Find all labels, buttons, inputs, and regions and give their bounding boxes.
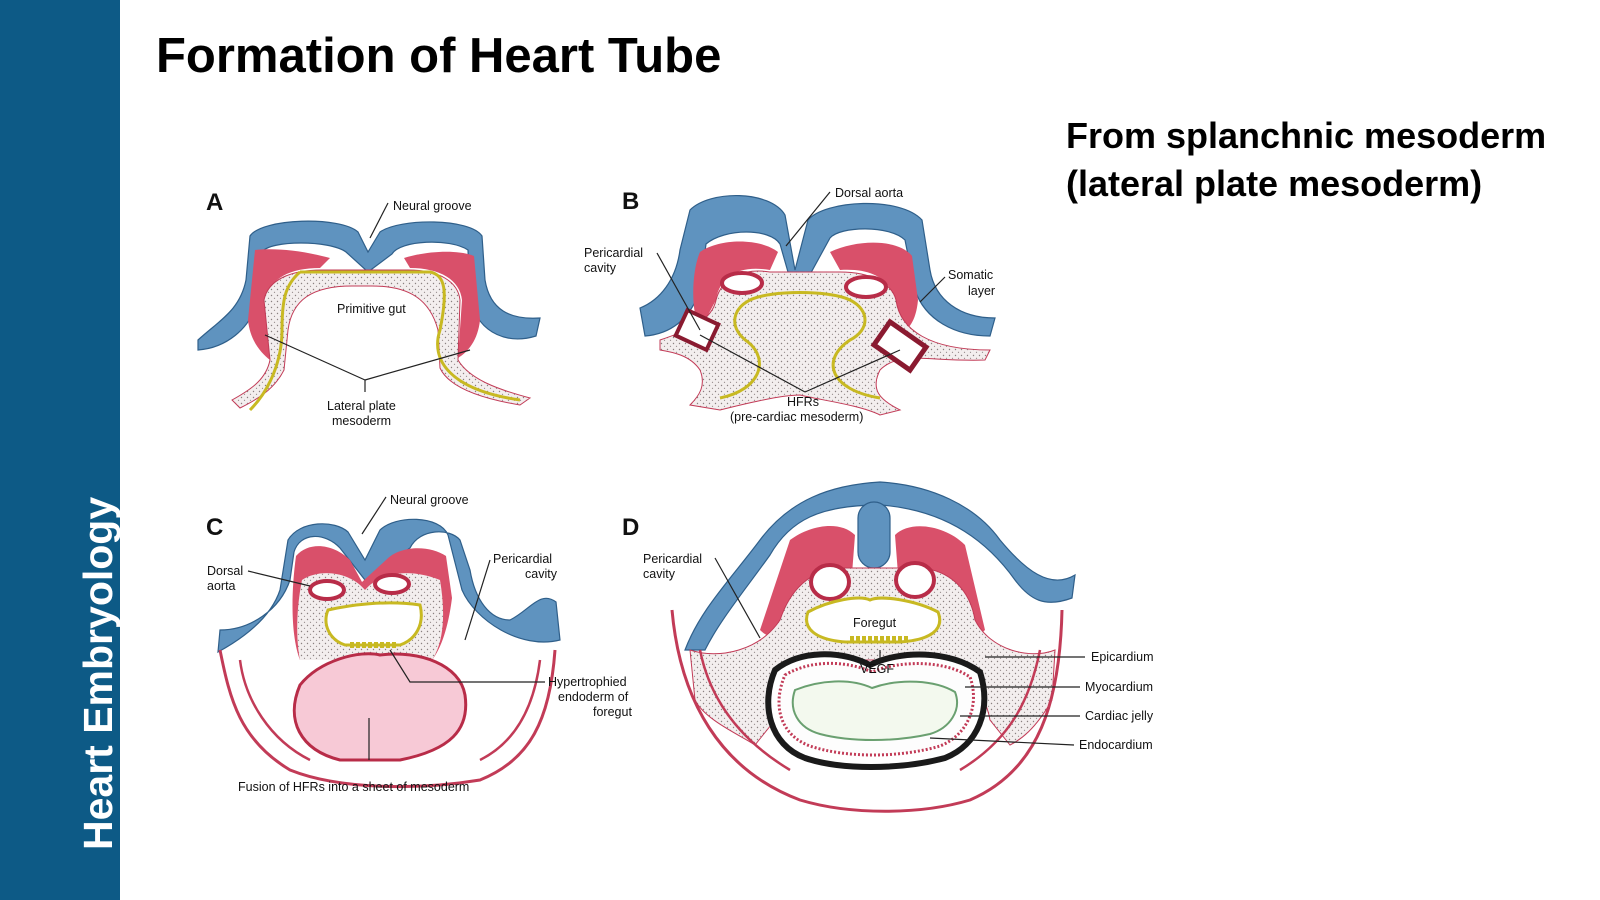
slide-title: Formation of Heart Tube xyxy=(156,29,722,83)
dorsal-aorta-right xyxy=(844,275,888,299)
panel-d-label: D xyxy=(622,514,639,541)
label-neural-groove-c: Neural groove xyxy=(390,493,469,507)
label-lateral-plate-1: Lateral plate xyxy=(327,399,396,413)
label-myocardium: Myocardium xyxy=(1085,680,1153,694)
label-pericardial-b-2: cavity xyxy=(584,261,617,275)
label-foregut: Foregut xyxy=(853,616,897,630)
label-hfrs-2: (pre-cardiac mesoderm) xyxy=(730,410,863,424)
label-pericardial-c-2: cavity xyxy=(525,567,558,581)
label-cardiac-jelly: Cardiac jelly xyxy=(1085,709,1154,723)
label-pericardial-c-1: Pericardial xyxy=(493,552,552,566)
endocardium xyxy=(791,680,958,741)
label-neural-groove-a: Neural groove xyxy=(393,199,472,213)
label-dorsal-aorta-b: Dorsal aorta xyxy=(835,186,903,200)
body-wall-inner xyxy=(238,659,542,762)
dorsal-aorta-left xyxy=(720,271,764,295)
panel-b-label: B xyxy=(622,188,639,215)
label-dorsal-aorta-c-2: aorta xyxy=(207,579,236,593)
panel-b: B Dorsal aorta Pericardial cavity Somati… xyxy=(584,186,996,424)
hfr-left xyxy=(673,307,721,353)
foregut-lining xyxy=(805,596,942,644)
neural-tube xyxy=(857,501,891,569)
ectoderm-layer xyxy=(639,194,996,337)
body-wall xyxy=(670,609,1064,813)
label-hypertrophied-2: endoderm of xyxy=(558,690,629,704)
label-pericardial-b-1: Pericardial xyxy=(584,246,643,260)
pericardial-cavity xyxy=(292,652,468,762)
label-pericardial-d-1: Pericardial xyxy=(643,552,702,566)
foregut-lining xyxy=(324,601,423,647)
label-somatic-2: layer xyxy=(968,284,995,298)
panel-c-label: C xyxy=(206,514,223,541)
sidebar: Heart Embryology xyxy=(0,0,121,900)
mesoderm-left xyxy=(693,241,778,330)
label-hypertrophied-1: Hypertrophied xyxy=(548,675,627,689)
panel-c: C Neural groove Dorsal aorta Pericardial… xyxy=(206,493,632,794)
body-wall xyxy=(218,649,557,789)
label-dorsal-aorta-c-1: Dorsal xyxy=(207,564,243,578)
label-somatic-1: Somatic xyxy=(948,268,993,282)
dorsal-aorta-right xyxy=(894,561,936,599)
dorsal-aorta-right xyxy=(373,573,411,595)
stippled-mesoderm xyxy=(659,270,991,416)
label-primitive-gut: Primitive gut xyxy=(337,302,406,316)
label-hypertrophied-3: foregut xyxy=(593,705,632,719)
label-fusion: Fusion of HFRs into a sheet of mesoderm xyxy=(238,780,469,794)
mesoderm-right xyxy=(404,251,480,358)
panel-a-label: A xyxy=(206,189,223,216)
panel-d: D Pericardial cavity Foregut VEGF Epicar… xyxy=(622,481,1154,813)
body-wall-inner xyxy=(698,649,1042,772)
primitive-gut-lining xyxy=(248,270,521,412)
label-vegf: VEGF xyxy=(860,662,894,676)
label-hfrs-1: HFRs xyxy=(787,395,819,409)
mesoderm-left xyxy=(248,249,330,360)
label-lateral-plate-2: mesoderm xyxy=(332,414,391,428)
dorsal-aorta-left xyxy=(809,563,851,601)
label-pericardial-d-2: cavity xyxy=(643,567,676,581)
label-epicardium: Epicardium xyxy=(1091,650,1154,664)
ectoderm-layer xyxy=(684,481,1076,651)
dorsal-aorta-left xyxy=(308,579,346,601)
hfr-right xyxy=(870,318,930,374)
ectoderm-layer xyxy=(217,518,561,654)
slide-caption: From splanchnic mesoderm (lateral plate … xyxy=(1066,115,1547,204)
gut-lining xyxy=(719,291,881,400)
label-endocardium: Endocardium xyxy=(1079,738,1153,752)
panel-a: A Neural groove Primitive gut Lateral pl… xyxy=(197,189,541,428)
